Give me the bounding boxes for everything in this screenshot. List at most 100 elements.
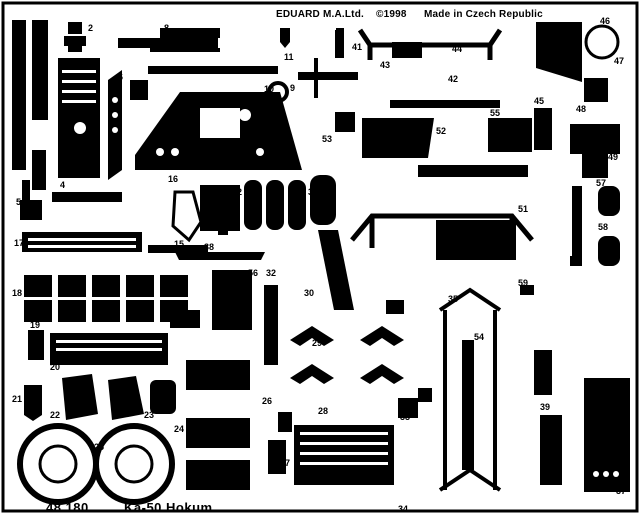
part-32 bbox=[264, 285, 278, 365]
part-number: 27 bbox=[280, 458, 290, 468]
part-number: 4 bbox=[60, 180, 65, 190]
part-57 bbox=[572, 186, 582, 266]
part-26 bbox=[186, 360, 250, 490]
part-number: 2 bbox=[88, 23, 93, 33]
part-number: 35 bbox=[448, 294, 458, 304]
part-50 bbox=[170, 310, 200, 328]
part-44 bbox=[392, 42, 422, 58]
part-number: 17 bbox=[14, 238, 24, 248]
part-25 bbox=[17, 423, 175, 505]
part-41 bbox=[298, 30, 358, 98]
part-number: 31 bbox=[308, 187, 318, 197]
part-42 bbox=[390, 100, 500, 108]
part-number: 21 bbox=[12, 394, 22, 404]
part-9 bbox=[135, 92, 302, 170]
part-number: 33 bbox=[400, 412, 410, 422]
part-33 bbox=[398, 388, 432, 418]
part-number: 59 bbox=[518, 278, 528, 288]
part-number: 41 bbox=[352, 42, 362, 52]
part-number: 5 bbox=[16, 197, 21, 207]
part-34 bbox=[294, 425, 394, 485]
part-number: 22 bbox=[50, 410, 60, 420]
part-number: 13 bbox=[200, 212, 210, 222]
part-number: 24 bbox=[174, 424, 184, 434]
part-number: 51 bbox=[518, 204, 528, 214]
part-number: 20 bbox=[50, 362, 60, 372]
part-number: 7 bbox=[132, 89, 137, 99]
part-43 bbox=[357, 28, 503, 60]
part-number: 46 bbox=[600, 16, 610, 26]
part-number: 25 bbox=[94, 442, 104, 452]
part-number: 38 bbox=[204, 242, 214, 252]
part-17 bbox=[22, 232, 142, 252]
part-number: 50 bbox=[178, 312, 188, 322]
part-number: 37 bbox=[616, 486, 626, 496]
part-52 bbox=[362, 118, 434, 158]
part-number: 30 bbox=[304, 288, 314, 298]
part-number: 19 bbox=[30, 320, 40, 330]
part-number: 34 bbox=[398, 504, 408, 514]
part-13 bbox=[200, 198, 216, 214]
part-number: 26 bbox=[262, 396, 272, 406]
part-number: 47 bbox=[614, 56, 624, 66]
part-55 bbox=[488, 118, 532, 152]
part-49 bbox=[570, 124, 620, 178]
part-number: 11 bbox=[284, 52, 294, 62]
part-29 bbox=[290, 326, 404, 384]
part-39 bbox=[534, 350, 552, 395]
part-number: 14 bbox=[226, 220, 236, 230]
part-10 bbox=[267, 81, 289, 103]
part-54 bbox=[462, 340, 474, 470]
part-51 bbox=[350, 213, 534, 248]
part-number: 58 bbox=[598, 222, 608, 232]
part-21 bbox=[24, 385, 42, 421]
part-3 bbox=[32, 58, 100, 190]
part-45 bbox=[534, 108, 552, 150]
part-58 bbox=[598, 186, 620, 266]
part-number: 23 bbox=[144, 410, 154, 420]
part-35 bbox=[438, 287, 502, 492]
part-6 bbox=[108, 70, 122, 180]
part-47 bbox=[584, 24, 620, 60]
part-16 bbox=[171, 190, 203, 243]
origin-label: Made in Czech Republic bbox=[424, 9, 543, 20]
manufacturer-label: EDUARD M.A.Ltd. bbox=[276, 9, 364, 20]
part-number: 57 bbox=[596, 178, 606, 188]
part-31 bbox=[244, 180, 306, 230]
part-number: 52 bbox=[436, 126, 446, 136]
part-24 bbox=[150, 380, 176, 414]
part-56 bbox=[212, 270, 252, 330]
part-22 bbox=[62, 374, 98, 420]
kit-name-label: Ka-50 Hokum bbox=[124, 500, 213, 515]
part-number: 53 bbox=[322, 134, 332, 144]
part-number: 10 bbox=[264, 84, 274, 94]
part-38 bbox=[175, 252, 265, 260]
part-number: 45 bbox=[534, 96, 544, 106]
part-number: 40 bbox=[392, 300, 402, 310]
kit-code-label: 48 180 bbox=[46, 500, 89, 515]
part-number: 16 bbox=[168, 174, 178, 184]
part-number: 8 bbox=[164, 23, 169, 33]
part-28 bbox=[278, 412, 292, 432]
part-number: 39 bbox=[540, 402, 550, 412]
part-number: 55 bbox=[490, 108, 500, 118]
part-number: 1 bbox=[16, 83, 21, 93]
copyright-label: ©1998 bbox=[376, 9, 407, 20]
part-number: 18 bbox=[12, 288, 22, 298]
part-20 bbox=[50, 333, 168, 365]
part-number: 42 bbox=[448, 74, 458, 84]
part-number: 44 bbox=[452, 44, 462, 54]
part-number: 28 bbox=[318, 406, 328, 416]
part-number: 36 bbox=[550, 468, 560, 478]
part-27 bbox=[268, 440, 286, 474]
part-15 bbox=[148, 245, 208, 253]
part-number: 48 bbox=[576, 104, 586, 114]
part-19 bbox=[28, 330, 44, 360]
part-number: 9 bbox=[290, 83, 295, 93]
part-53 bbox=[335, 112, 355, 132]
part-23 bbox=[108, 376, 144, 420]
part-40 bbox=[386, 300, 404, 314]
part-30 bbox=[310, 175, 354, 310]
part-number: 43 bbox=[380, 60, 390, 70]
